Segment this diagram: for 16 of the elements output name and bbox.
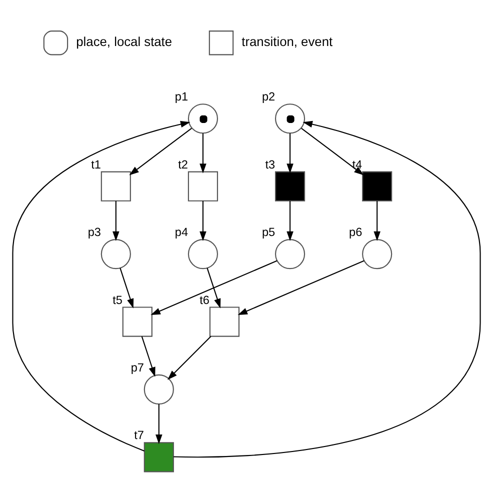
node-label: p6 bbox=[349, 224, 362, 239]
node-label: p2 bbox=[262, 89, 276, 104]
node-label: t7 bbox=[134, 428, 144, 442]
node-label: t2 bbox=[178, 156, 188, 171]
node-label: p4 bbox=[174, 224, 188, 239]
legend-label: place, local state bbox=[76, 34, 172, 49]
node-label: p1 bbox=[174, 89, 188, 104]
node-label: t4 bbox=[352, 156, 362, 171]
node-label: p3 bbox=[88, 224, 101, 239]
node-label: t3 bbox=[265, 156, 276, 171]
node-label: p7 bbox=[130, 360, 144, 374]
node-label: t6 bbox=[200, 292, 210, 306]
node-label: t5 bbox=[112, 292, 122, 306]
node-label: p5 bbox=[262, 224, 276, 239]
node-label: t1 bbox=[91, 156, 101, 171]
legend-label: transition, event bbox=[242, 34, 333, 49]
